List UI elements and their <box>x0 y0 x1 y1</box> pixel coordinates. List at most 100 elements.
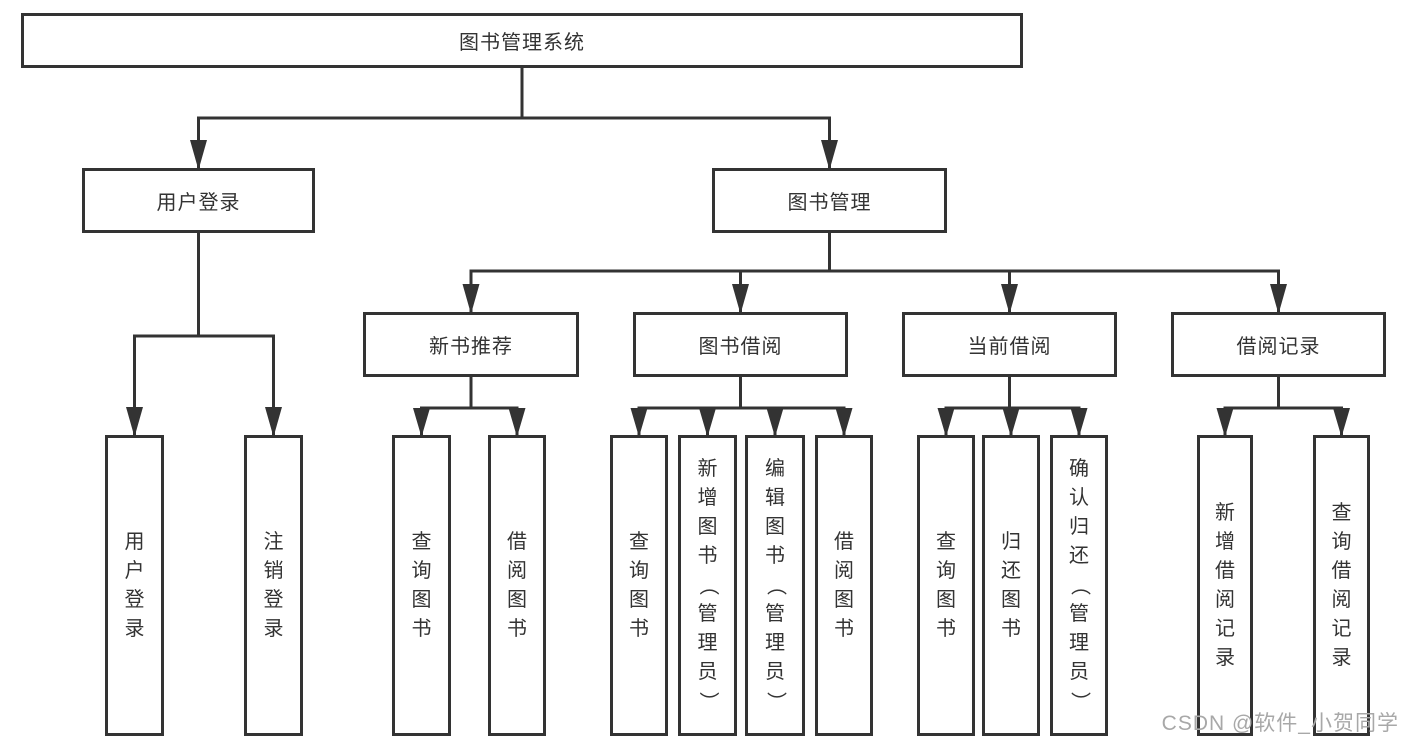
node-label-char: 认 <box>1069 487 1089 509</box>
node-label: 新书推荐 <box>429 336 513 358</box>
node-label-char: 图 <box>629 588 649 611</box>
node-label-char: 确 <box>1069 458 1089 480</box>
node-label-char: 还 <box>1069 545 1089 567</box>
node-label-char: 书 <box>936 617 956 640</box>
node-label-char: 询 <box>411 559 432 582</box>
watermark-text: CSDN @软件_小贺同学 <box>1161 712 1399 735</box>
arrowhead <box>265 407 282 437</box>
node-label-char: 员 <box>1069 661 1089 683</box>
node-label-char: 录 <box>1215 646 1235 669</box>
node-label: 图书管理系统 <box>459 32 585 54</box>
node-v-user-login: 用户登录 <box>105 435 164 736</box>
node-label-char: 图 <box>507 588 527 611</box>
node-v-borrow-book-2: 借阅图书 <box>815 435 873 736</box>
node-label-char: （ <box>764 575 787 596</box>
node-label-char: 图 <box>765 516 785 538</box>
arrowhead <box>1270 284 1287 314</box>
node-label-char: 询 <box>1331 530 1352 553</box>
arrowhead <box>835 408 853 437</box>
node-label-char: 书 <box>697 545 718 567</box>
node-label-char: 查 <box>1331 501 1352 524</box>
node-label-char: 销 <box>263 559 284 582</box>
node-label-char: 记 <box>1215 617 1235 640</box>
node-label-char: 登 <box>124 588 145 611</box>
node-label-char: 图 <box>1001 588 1021 611</box>
node-label-char: 借 <box>1331 559 1352 582</box>
node-label-char: （ <box>1068 575 1091 596</box>
node-label-char: 新 <box>1215 501 1235 524</box>
arrowhead <box>462 284 480 314</box>
node-label-char: 书 <box>411 617 432 640</box>
node-label-char: 用 <box>124 530 145 553</box>
node-label-char: 图 <box>936 588 956 611</box>
arrowhead <box>1001 284 1018 314</box>
node-record: 借阅记录 <box>1171 312 1386 377</box>
node-label-char: ） <box>764 691 787 712</box>
node-label-char: 询 <box>936 559 956 582</box>
node-v-edit-book: 编辑图书（管理员） <box>745 435 805 736</box>
node-root: 图书管理系统 <box>21 13 1023 68</box>
node-label-char: 增 <box>1215 530 1235 553</box>
node-v-query-record: 查询借阅记录 <box>1313 435 1370 736</box>
arrowhead <box>126 407 143 437</box>
node-label-char: 阅 <box>834 559 854 582</box>
node-label: 用户登录 <box>156 192 241 214</box>
node-label-char: 借 <box>1215 559 1235 582</box>
node-borrow: 图书借阅 <box>633 312 848 377</box>
arrowhead <box>190 140 207 170</box>
node-label-char: ） <box>697 691 719 712</box>
node-label-char: 记 <box>1331 617 1352 640</box>
node-label-char: 图 <box>411 588 432 611</box>
node-label-char: 书 <box>765 545 785 567</box>
node-rec: 新书推荐 <box>363 312 579 377</box>
node-label-char: 管 <box>1069 603 1089 625</box>
node-v-return-book: 归还图书 <box>982 435 1040 736</box>
node-label-char: 理 <box>765 632 785 654</box>
node-label-char: 归 <box>1069 516 1089 538</box>
node-label-char: 员 <box>697 661 718 683</box>
node-label: 借阅记录 <box>1236 336 1321 358</box>
node-v-query-book-3: 查询图书 <box>917 435 975 736</box>
node-label-char: 询 <box>629 559 649 582</box>
node-v-confirm-return: 确认归还 （ 管理员 ） <box>1050 435 1108 736</box>
node-v-logout: 注销登录 <box>244 435 303 736</box>
node-label: 图书管理 <box>787 192 872 214</box>
node-label-char: 辑 <box>765 487 785 509</box>
node-label-char: 注 <box>263 530 284 553</box>
node-label-char: 阅 <box>1331 588 1352 611</box>
node-v-query-book-2: 查询图书 <box>610 435 668 736</box>
node-label-char: 编 <box>765 458 785 480</box>
node-label-char: 理 <box>697 632 718 654</box>
node-label-char: 书 <box>629 617 649 640</box>
node-login: 用户登录 <box>82 168 315 233</box>
node-label-char: 新 <box>697 458 718 480</box>
arrowhead <box>413 408 430 437</box>
node-label-char: 员 <box>765 661 785 683</box>
node-label: 图书借阅 <box>698 336 783 358</box>
node-v-add-record: 新增借阅记录 <box>1197 435 1253 736</box>
node-label-char: 查 <box>629 530 649 553</box>
node-label-char: 查 <box>936 530 956 553</box>
node-label-char: 书 <box>1001 617 1021 640</box>
node-label-char: （ <box>697 575 719 596</box>
arrowhead <box>508 408 526 437</box>
node-label-char: 借 <box>507 530 527 553</box>
node-label-char: 理 <box>1069 632 1089 654</box>
node-label-char: 录 <box>263 617 284 640</box>
node-label-char: 书 <box>507 617 527 640</box>
node-label: 当前借阅 <box>967 336 1052 358</box>
node-label-char: 阅 <box>1215 588 1235 611</box>
arrowhead <box>630 408 648 437</box>
node-v-borrow-book-1: 借阅图书 <box>488 435 546 736</box>
node-label-char: 图 <box>697 516 718 538</box>
node-label-char: ） <box>1068 691 1091 712</box>
arrowhead <box>699 408 716 437</box>
node-mgmt: 图书管理 <box>712 168 947 233</box>
node-label-char: 书 <box>834 617 854 640</box>
node-label-char: 还 <box>1001 559 1021 582</box>
arrowhead <box>937 408 955 437</box>
node-v-query-book-1: 查询图书 <box>392 435 451 736</box>
node-label-char: 图 <box>834 588 854 611</box>
